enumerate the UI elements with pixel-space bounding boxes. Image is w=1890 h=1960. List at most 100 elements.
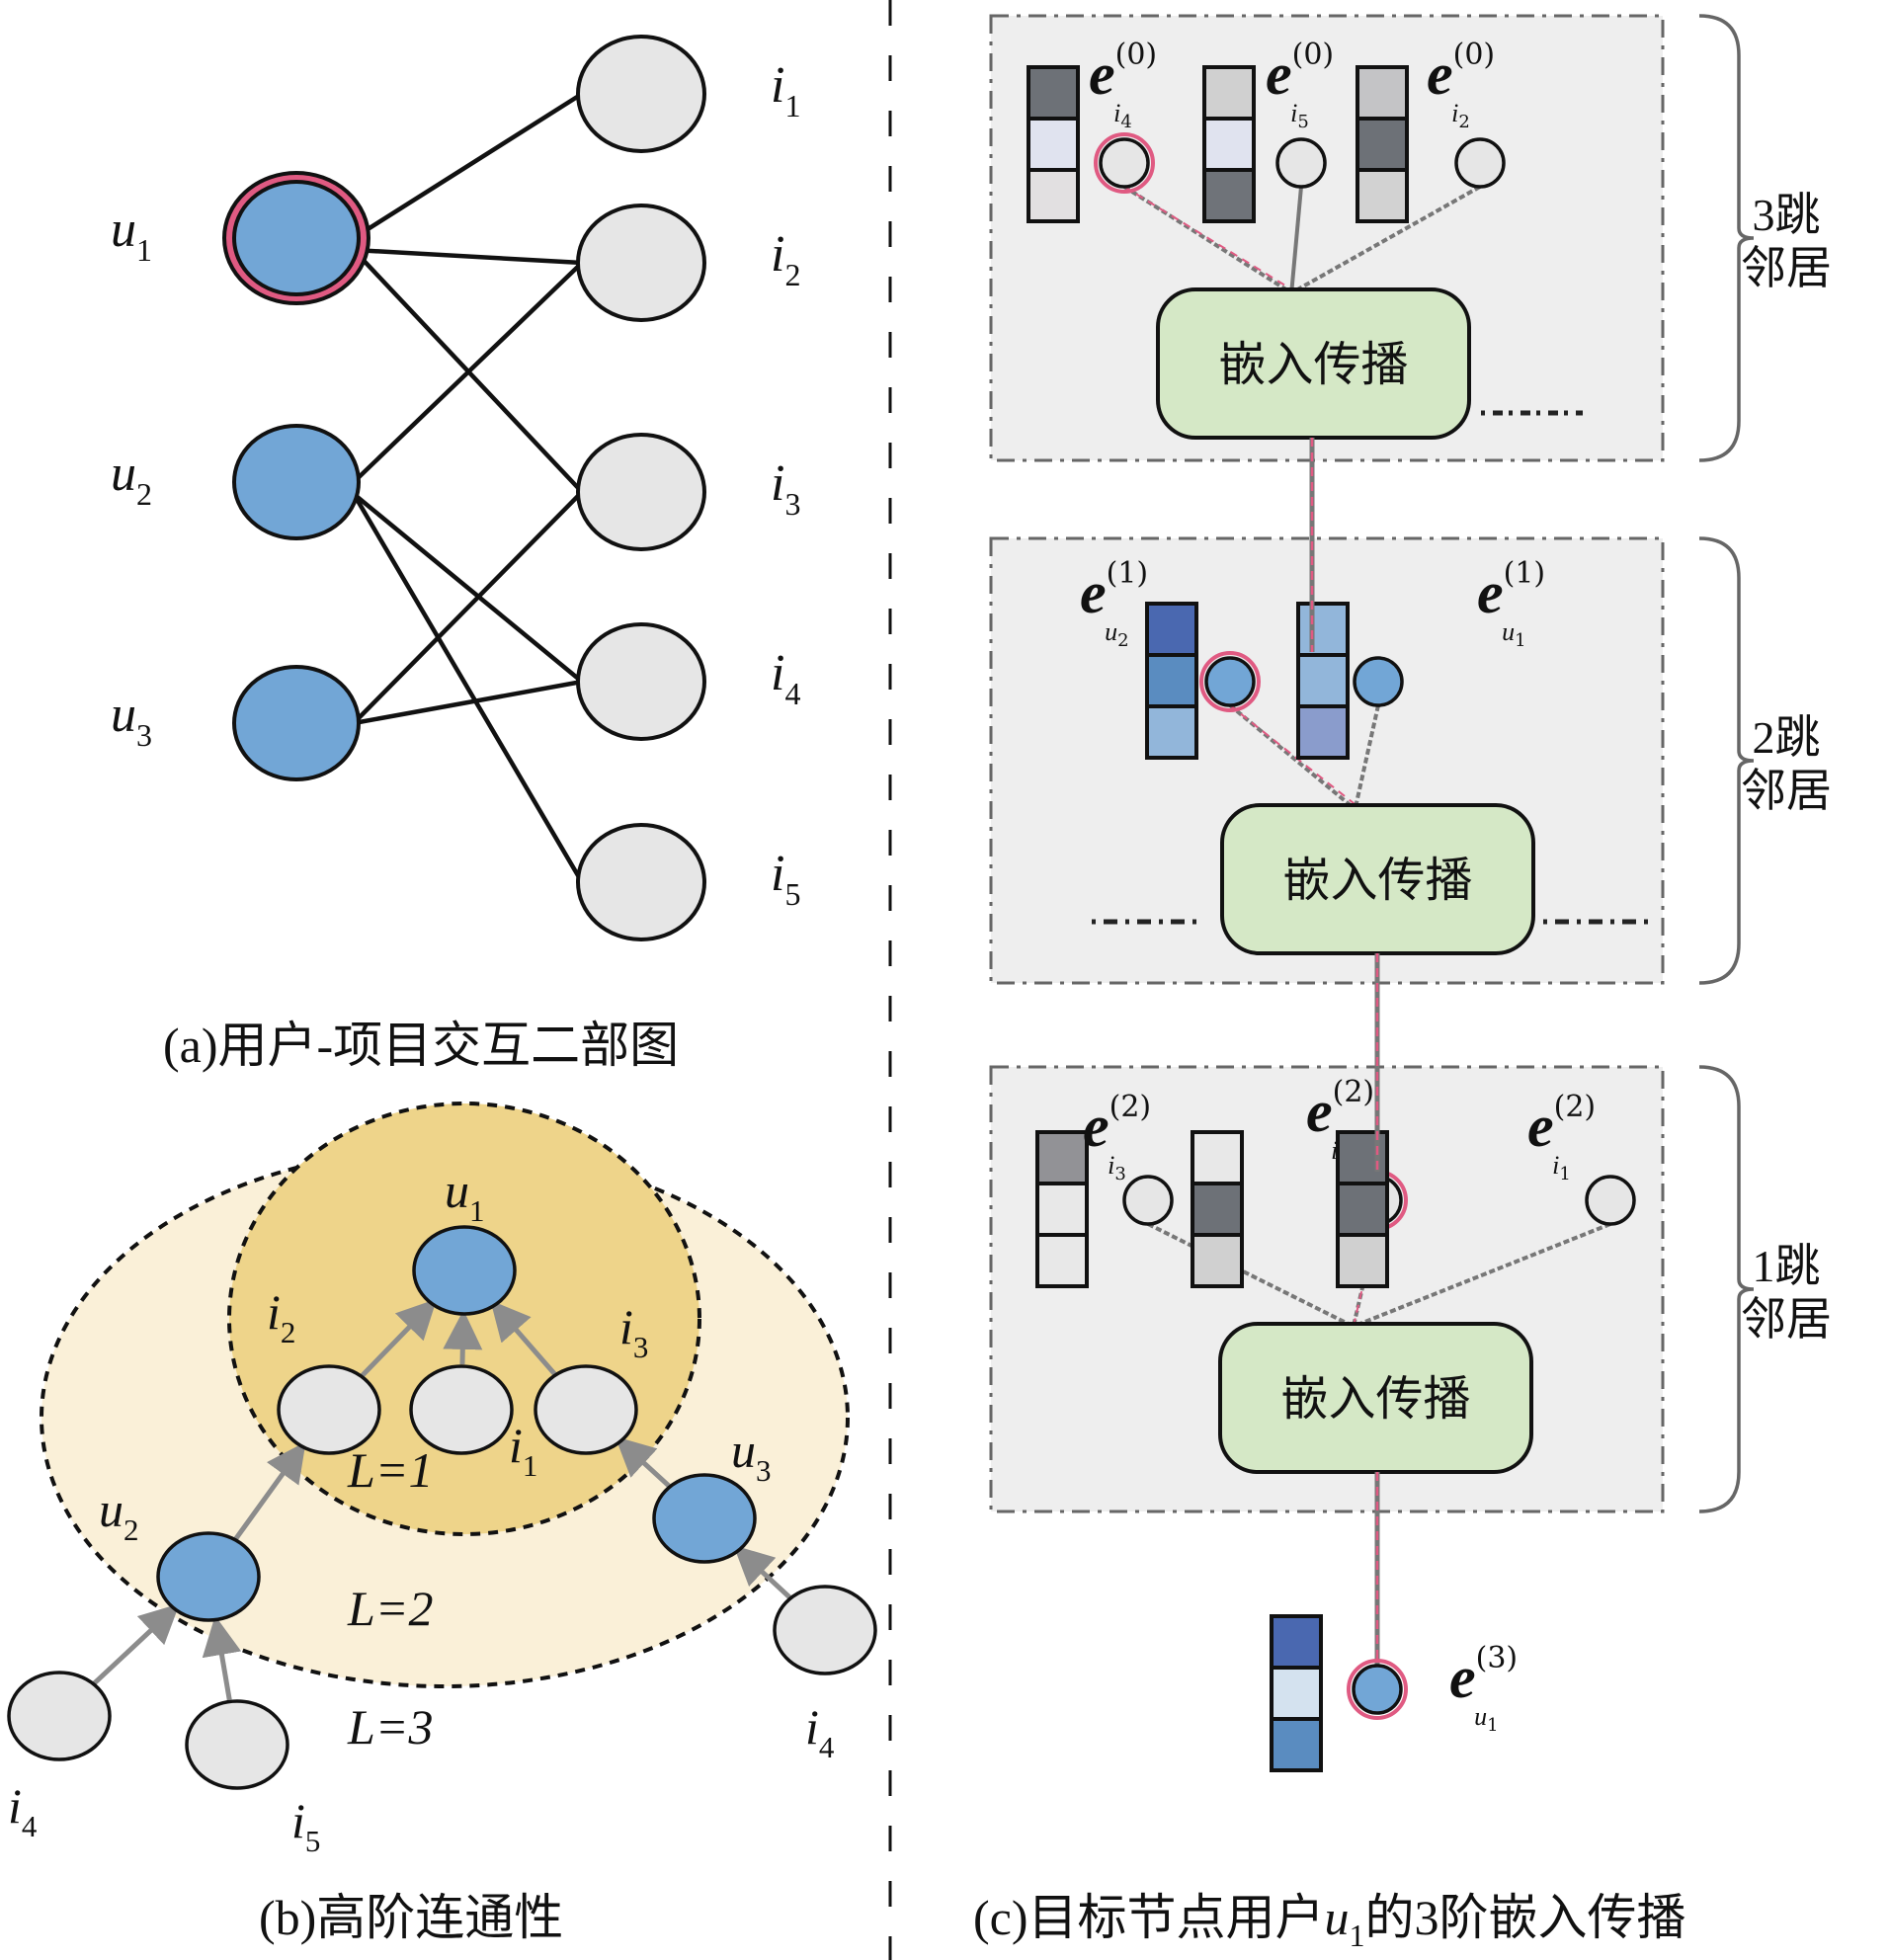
embedding-subscript-base: u: [1105, 617, 1117, 646]
embedding-superscript: (2): [1554, 1090, 1597, 1124]
connectivity-arrows: [90, 1298, 793, 1701]
item-node: [1585, 1175, 1636, 1226]
layer-label-1: L=1: [347, 1442, 434, 1498]
item-label-i3-base: i: [771, 455, 784, 512]
embedding-symbol: e: [1080, 560, 1107, 625]
node-label-u3: u3: [731, 1423, 772, 1488]
embedding-subscript-base: i: [1290, 99, 1297, 127]
arrow-i5-to-u2: [202, 1615, 242, 1701]
hop-label-line2: 邻居: [1741, 243, 1832, 293]
embedding-vector-cell: [1145, 602, 1198, 657]
embedding-superscript: (0): [1115, 38, 1158, 72]
embedding-link: [1228, 703, 1352, 807]
embedding-label: e(0) i4: [1089, 38, 1157, 132]
node-label-i4b-base: i: [805, 1699, 819, 1755]
embedding-label: e(0)i2: [1427, 38, 1495, 132]
edge-u2-i2: [352, 261, 584, 484]
node-label-u3-sub: 3: [756, 1453, 772, 1488]
embedding-subscript-index: 4: [1120, 112, 1131, 132]
embedding-vector-cell: [1202, 65, 1256, 121]
node-label-u2-sub: 2: [123, 1512, 139, 1547]
item-label-i3-sub: 3: [784, 486, 800, 522]
node-label-u2: u2: [99, 1482, 139, 1547]
item-label-i1-base: i: [771, 57, 784, 114]
user-node-u1: [412, 1225, 517, 1316]
embedding-vector-cell: [1296, 602, 1350, 657]
item-label-i5: i5: [771, 846, 800, 912]
node-label-u1-base: u: [445, 1163, 469, 1218]
embedding-vector-cell: [1356, 117, 1409, 172]
user-label-u1-base: u: [111, 202, 136, 258]
user-node: [1353, 656, 1404, 707]
item-node-i4a: [7, 1671, 112, 1761]
node-label-u1-sub: 1: [469, 1193, 485, 1228]
node-label-u2-base: u: [99, 1482, 123, 1537]
embedding-vector-cell: [1356, 168, 1409, 223]
embedding-link: [1354, 704, 1380, 806]
item-label-i2-base: i: [771, 226, 784, 283]
node-label-i3-sub: 3: [633, 1330, 649, 1364]
embedding-vector-cell: [1035, 1182, 1089, 1237]
embedding-subscript-base: i: [1331, 1136, 1338, 1165]
node-label-i2-sub: 2: [281, 1315, 296, 1349]
user-label-u2: u2: [111, 446, 152, 512]
node-label-i3-base: i: [619, 1299, 633, 1354]
embedding-subscript-base: i: [1113, 99, 1120, 127]
user-label-u1-sub: 1: [136, 232, 152, 268]
embedding-subscript-index: 5: [1297, 112, 1308, 132]
embedding-superscript: (1): [1107, 556, 1149, 591]
embedding-subscript-base: u: [1502, 617, 1515, 646]
edge-u1-i1: [352, 92, 584, 240]
user-label-u2-base: u: [111, 446, 136, 502]
hop-box-frame: [989, 1065, 1665, 1513]
arrow-i3-to-u1: [490, 1300, 558, 1377]
highlight-link: [1123, 186, 1293, 290]
node-label-i2-base: i: [267, 1284, 281, 1340]
embedding-symbol: e: [1266, 41, 1292, 107]
node-label-i1: i1: [509, 1418, 537, 1483]
hop-brace: [1698, 1065, 1755, 1513]
hop-label-line2: 邻居: [1741, 1294, 1832, 1345]
hop-label-line1: 3跳: [1753, 190, 1821, 240]
embedding-subscript-base: u: [1474, 1702, 1487, 1731]
item-node-i2: [576, 204, 706, 322]
embedding-symbol: e: [1306, 1079, 1333, 1144]
embedding-subscript-index: 1: [1559, 1164, 1570, 1184]
user-label-u3-base: u: [111, 687, 136, 743]
user-label-u3-sub: 3: [136, 717, 152, 753]
embedding-propagation-label: 嵌入传播: [1280, 1373, 1470, 1426]
item-node: [1122, 1175, 1174, 1226]
embedding-symbol: e: [1449, 1645, 1476, 1710]
embedding-label: e(1)u2: [1080, 556, 1148, 651]
embedding-superscript: (0): [1292, 38, 1335, 72]
node-label-i5-base: i: [291, 1793, 305, 1848]
embedding-subscript-index: 1: [1487, 1715, 1498, 1736]
highlight-ring: [1094, 132, 1155, 194]
embedding-vector-cell: [1027, 168, 1080, 223]
panel-c-embedding-propagation: e(0)i4e(0)i5e(0)i2嵌入传播3跳邻居e(1)u2e(1)u1嵌入…: [973, 14, 1832, 1953]
user-node-u2: [232, 424, 361, 540]
bipartite-edges: [352, 92, 584, 884]
item-label-i2-sub: 2: [784, 257, 800, 292]
embedding-propagation-label: 嵌入传播: [1218, 339, 1408, 391]
arrow-u2-to-i2: [232, 1441, 306, 1542]
embedding-symbol: e: [1089, 41, 1115, 107]
embedding-link: [1147, 1222, 1350, 1326]
embedding-symbol: e: [1427, 41, 1453, 107]
embedding-symbol: e: [1527, 1094, 1554, 1159]
item-node: [1099, 137, 1150, 189]
embedding-subscript-base: i: [1552, 1151, 1559, 1180]
hop-label-line1: 1跳: [1753, 1241, 1821, 1291]
embedding-subscript-base: i: [1108, 1151, 1114, 1180]
caption-var: u: [1325, 1890, 1350, 1945]
item-node-i3: [576, 433, 706, 551]
embedding-subscript-base: i: [1451, 99, 1458, 127]
arrow-i2-to-u1: [359, 1298, 438, 1379]
output-vector-cell: [1270, 1614, 1323, 1670]
arrow-i4b-to-u3: [733, 1545, 793, 1601]
embedding-vector-cell: [1202, 117, 1256, 172]
embedding-label: e(2)i3: [1083, 1090, 1151, 1184]
